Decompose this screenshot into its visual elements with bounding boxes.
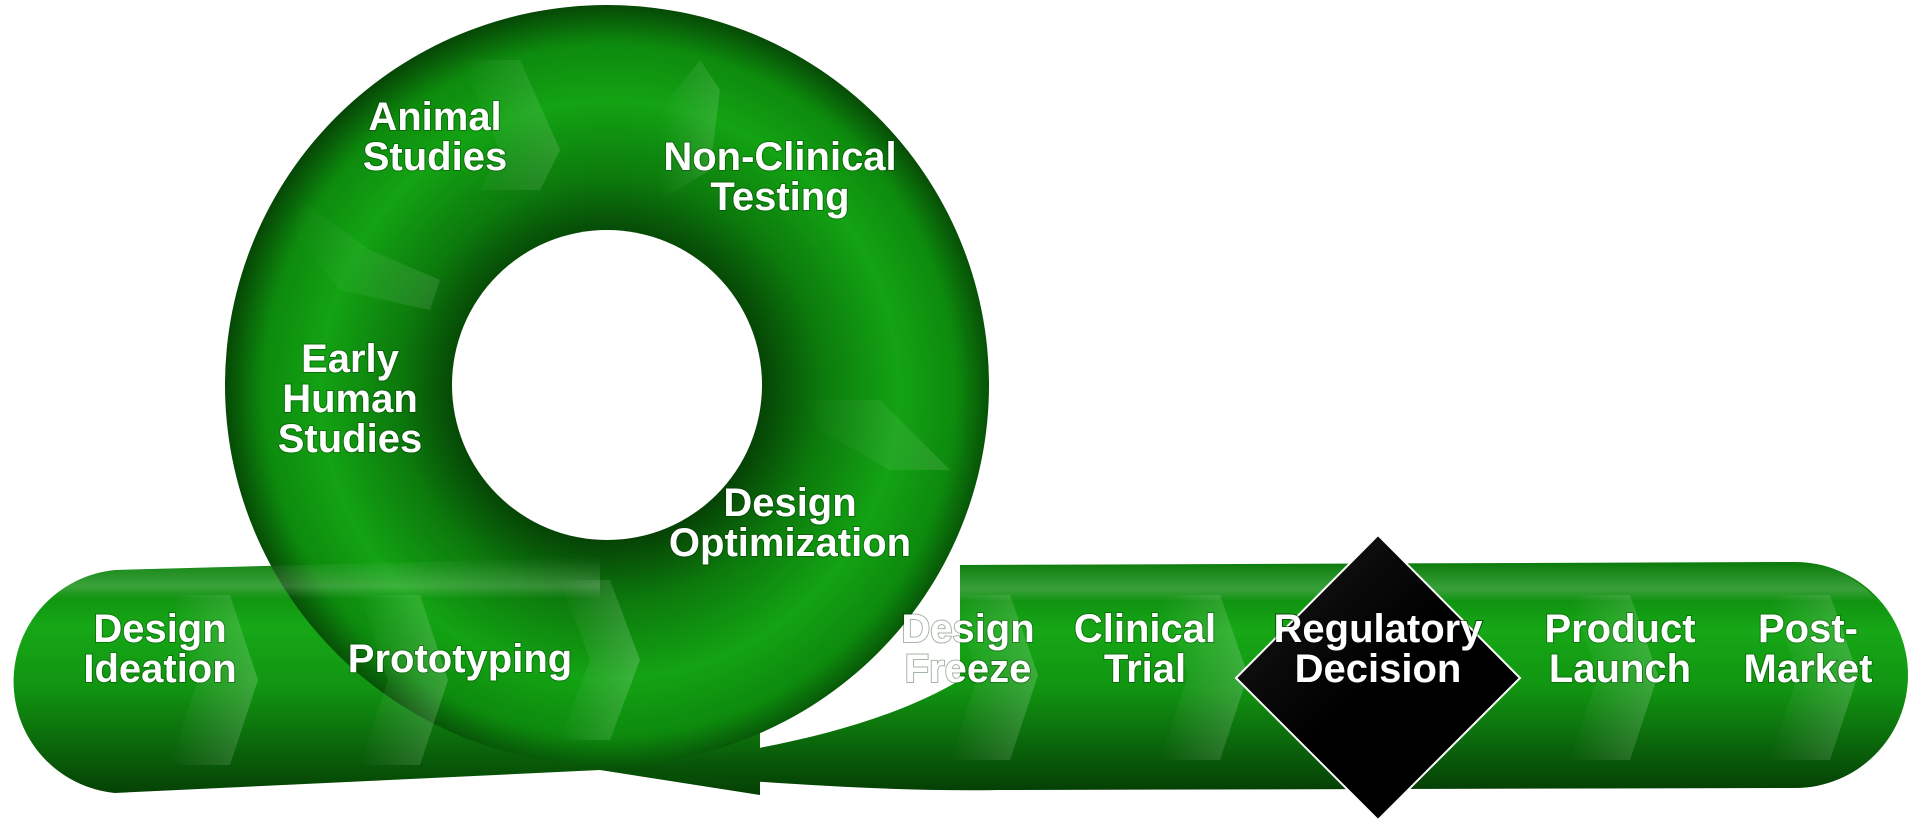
stage-label-line: Prototyping — [348, 637, 572, 681]
stage-label-line: Design — [723, 481, 856, 525]
stage-label-line: Design — [901, 607, 1034, 651]
stage-label-post-market: Post-Market — [1744, 607, 1873, 691]
stage-label-line: Optimization — [669, 521, 911, 565]
stage-label-line: Animal — [368, 95, 501, 139]
stage-label-line: Clinical — [1074, 607, 1216, 651]
stage-label-line: Freeze — [905, 647, 1032, 691]
stage-label-line: Decision — [1295, 647, 1462, 691]
stage-label-line: Regulatory — [1274, 607, 1484, 651]
regulatory-milestone-diamond — [1234, 533, 1522, 822]
stage-label-line: Market — [1744, 647, 1873, 691]
stage-label-line: Launch — [1549, 647, 1691, 691]
stage-label-line: Post- — [1758, 607, 1858, 651]
stage-label-line: Early — [301, 337, 400, 381]
stage-label-line: Design — [93, 607, 226, 651]
stage-label-line: Studies — [278, 417, 422, 461]
stage-label-line: Ideation — [83, 647, 236, 691]
stage-label-line: Human — [282, 377, 418, 421]
tube-shine-left — [8, 557, 600, 640]
stage-label-line: Trial — [1104, 647, 1186, 691]
stage-label-prototyping: Prototyping — [348, 637, 572, 681]
stage-label-line: Non-Clinical — [663, 135, 896, 179]
stage-label-line: Testing — [710, 175, 849, 219]
stage-label-line: Product — [1544, 607, 1695, 651]
stage-label-line: Studies — [363, 135, 507, 179]
